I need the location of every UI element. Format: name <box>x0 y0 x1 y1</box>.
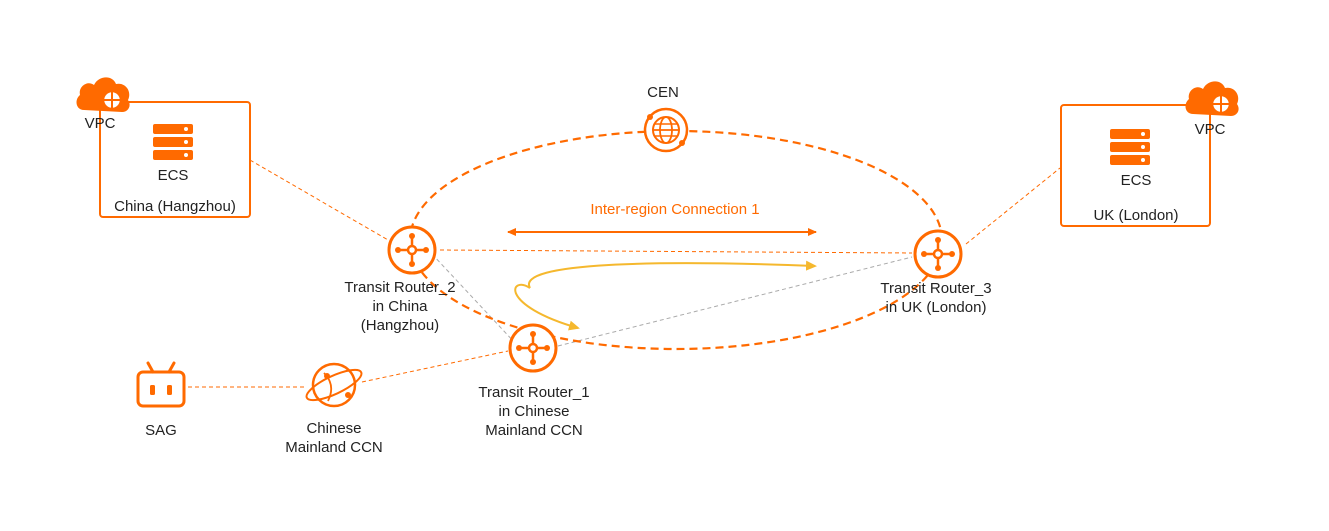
connector-tr3-vpc-right <box>965 167 1061 245</box>
tr2-router-icon <box>387 225 437 275</box>
vpc-right-box <box>1060 104 1211 227</box>
inter-region-connection-label: Inter-region Connection 1 <box>590 201 760 218</box>
thin-connectors <box>188 159 1061 388</box>
ccn-icon <box>305 362 363 408</box>
route-arrow-to-tr3 <box>527 260 817 289</box>
tr2-label-line3: (Hangzhou) <box>360 317 440 334</box>
connector-tr2-tr3 <box>439 249 913 254</box>
tr3-label-line1: Transit Router_3 <box>880 280 992 297</box>
vpc-right-cloud-icon <box>1185 81 1239 116</box>
ecs-server-icon-right <box>1110 129 1150 165</box>
region-left-label: China (Hangzhou) <box>114 198 236 215</box>
vpc-left-cloud-icon <box>76 77 130 112</box>
connector-ccn-tr1 <box>361 350 509 383</box>
ecs-right-label: ECS <box>1120 172 1152 189</box>
vpc-right-label: VPC <box>1194 121 1226 138</box>
connector-tr1-tr3 <box>557 256 913 347</box>
tr2-label: Transit Router_2 in China (Hangzhou) <box>330 278 470 335</box>
cen-globe-icon <box>643 107 689 153</box>
tr1-label-line1: Transit Router_1 <box>478 384 590 401</box>
region-right-label: UK (London) <box>1093 207 1179 224</box>
sag-icon <box>136 361 186 408</box>
tr1-label-line3: Mainland CCN <box>485 422 583 439</box>
tr3-router-icon <box>913 229 963 279</box>
cen-label: CEN <box>647 84 679 101</box>
ecs-server-icon-left <box>153 124 193 160</box>
ccn-label: Chinese Mainland CCN <box>264 419 404 457</box>
tr2-label-line1: Transit Router_2 <box>344 279 456 296</box>
tr1-router-icon <box>508 323 558 373</box>
route-arrow-to-tr1 <box>514 283 580 331</box>
vpc-left-box <box>99 101 251 218</box>
tr1-label: Transit Router_1 in Chinese Mainland CCN <box>464 383 604 440</box>
vpc-left-label: VPC <box>84 115 116 132</box>
tr3-label-line2: in UK (London) <box>885 299 987 316</box>
sag-label: SAG <box>145 422 177 439</box>
tr2-label-line2: in China <box>372 298 428 315</box>
tr3-label: Transit Router_3 in UK (London) <box>866 279 1006 317</box>
tr1-label-line2: in Chinese <box>498 403 570 420</box>
ccn-label-line2: Mainland CCN <box>285 439 383 456</box>
ccn-label-line1: Chinese <box>306 420 362 437</box>
connector-vpc-left-tr2 <box>249 159 389 241</box>
ecs-left-label: ECS <box>157 167 189 184</box>
